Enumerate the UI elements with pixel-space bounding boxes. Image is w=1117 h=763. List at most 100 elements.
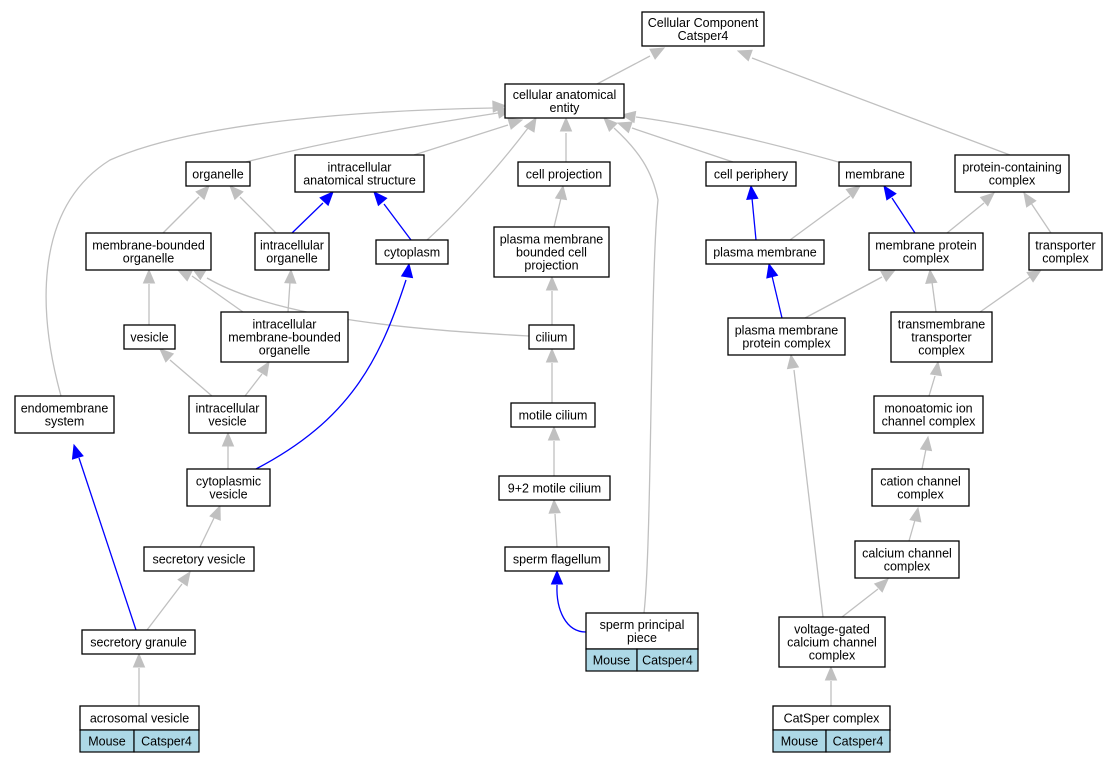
- term-label-line: motile cilium: [519, 409, 588, 423]
- edge-vgccc-to-cachc: [841, 578, 889, 618]
- edge-line: [383, 203, 412, 241]
- term-box: [705, 239, 825, 265]
- arrowhead: [1023, 191, 1037, 208]
- term-label-line: secretory vesicle: [152, 553, 245, 567]
- edge-line: [631, 127, 734, 163]
- edge-line: [255, 279, 407, 470]
- edge-cellperiph-to-cae: [616, 121, 734, 163]
- edge-pcc-to-root: [736, 49, 1011, 156]
- arrowhead: [649, 47, 666, 60]
- term-node-sf[interactable]: sperm flagellum: [504, 546, 610, 572]
- edge-line: [244, 373, 263, 397]
- arrowhead: [746, 184, 759, 201]
- arrowhead: [159, 348, 175, 363]
- arrowhead: [616, 121, 633, 134]
- term-box: [954, 154, 1070, 193]
- term-box: [143, 546, 255, 572]
- term-node-sg[interactable]: secretory granule: [81, 629, 196, 655]
- edge-line: [553, 197, 562, 228]
- term-box: [186, 468, 271, 507]
- term-label-line: complex: [903, 252, 950, 266]
- edge-line: [946, 202, 985, 234]
- term-node-sv[interactable]: secretory vesicle: [143, 546, 255, 572]
- edge-csc-to-vgccc: [824, 665, 838, 706]
- term-label-line: organelle: [266, 252, 317, 266]
- arrowhead: [176, 269, 193, 282]
- arrowhead: [548, 498, 561, 514]
- term-label-line: vesicle: [130, 331, 168, 345]
- term-label-line: voltage-gated: [794, 623, 870, 637]
- term-label-line: plasma membrane: [735, 324, 839, 338]
- arrowhead: [545, 275, 559, 291]
- term-node-mc[interactable]: motile cilium: [510, 402, 596, 428]
- arrowhead: [229, 185, 244, 201]
- term-label-line: entity: [550, 101, 581, 115]
- arrowhead: [209, 504, 221, 521]
- term-label-line: membrane: [845, 168, 905, 182]
- term-box: [504, 83, 625, 119]
- edge-line: [199, 517, 215, 548]
- edge-line: [426, 127, 529, 241]
- term-node-pm[interactable]: plasma membrane: [705, 239, 825, 265]
- term-node-membrane[interactable]: membrane: [838, 161, 912, 187]
- term-node-cellproj[interactable]: cell projection: [517, 161, 611, 187]
- arrowhead: [507, 117, 524, 130]
- edge-io-to-ias: [291, 191, 334, 234]
- term-node-cellperiph[interactable]: cell periphery: [705, 161, 797, 187]
- term-label-line: cell projection: [526, 168, 602, 182]
- edge-line: [596, 55, 651, 85]
- term-box: [504, 546, 610, 572]
- term-label-line: cell periphery: [714, 168, 789, 182]
- arrowhead: [284, 268, 297, 284]
- term-box: [517, 161, 611, 187]
- term-node-organelle[interactable]: organelle: [185, 161, 251, 187]
- term-label-line: acrosomal vesicle: [90, 712, 189, 726]
- annotation-organism: Mouse: [88, 735, 126, 749]
- term-box: [854, 540, 960, 579]
- term-label-line: bounded cell: [516, 246, 587, 260]
- term-label-line: 9+2 motile cilium: [508, 482, 601, 496]
- edge-sv-to-cv: [199, 504, 221, 548]
- term-node-cytoplasm[interactable]: cytoplasm: [375, 239, 449, 265]
- term-node-av[interactable]: acrosomal vesicle: [79, 705, 200, 731]
- edges-layer: [45, 47, 1052, 706]
- term-box: [294, 154, 425, 193]
- term-box: [254, 232, 330, 271]
- edge-es-to-cae: [45, 100, 508, 397]
- term-node-csc[interactable]: CatSper complex: [772, 705, 891, 731]
- term-node-nc[interactable]: 9+2 motile cilium: [498, 475, 611, 501]
- edge-line: [793, 369, 824, 618]
- edge-sg-to-es: [71, 443, 137, 631]
- term-label-line: intracellular: [328, 161, 392, 175]
- term-label-line: transmembrane: [898, 318, 986, 332]
- term-box: [79, 705, 200, 731]
- term-box: [873, 395, 984, 434]
- term-label-line: monoatomic ion: [884, 402, 972, 416]
- term-label-line: transporter: [911, 331, 971, 345]
- term-box: [375, 239, 449, 265]
- term-box: [14, 395, 115, 434]
- edge-tc-to-pcc: [1023, 191, 1052, 234]
- term-node-vesicle[interactable]: vesicle: [123, 324, 176, 350]
- term-node-cilium[interactable]: cilium: [528, 324, 575, 350]
